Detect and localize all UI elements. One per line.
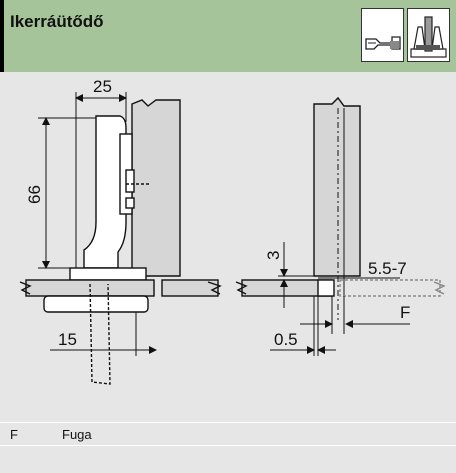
gap-f-label: F bbox=[400, 303, 410, 322]
right-door-panel bbox=[235, 279, 446, 297]
dimension-15-label: 15 bbox=[58, 330, 77, 349]
dimension-3-label: 3 bbox=[264, 251, 283, 260]
gap-f-indicator bbox=[300, 296, 410, 334]
right-cabinet-side bbox=[313, 96, 361, 320]
twin-stop-cross-section-icon bbox=[407, 8, 450, 62]
legend-value: Fuga bbox=[62, 427, 92, 442]
dimension-66 bbox=[38, 117, 96, 269]
dimension-25 bbox=[75, 92, 127, 268]
left-mounting-plate bbox=[19, 267, 222, 385]
legend-key: F bbox=[10, 427, 18, 442]
legend-section: F Fuga bbox=[0, 404, 456, 473]
hinge-mounting-plate-icon bbox=[361, 8, 404, 62]
technical-drawing: 25 66 15 bbox=[0, 72, 456, 404]
left-cabinet-side bbox=[131, 99, 181, 277]
dimension-5-5-7-label: 5.5-7 bbox=[368, 259, 407, 278]
legend-row: F Fuga bbox=[0, 422, 456, 446]
header-edge-rule bbox=[0, 0, 4, 72]
dimension-25-label: 25 bbox=[93, 77, 112, 96]
dimension-15 bbox=[50, 312, 157, 356]
left-hinge-arm bbox=[83, 115, 150, 269]
page-title: Ikerráütődő bbox=[10, 12, 104, 31]
header-bar: Ikerráütődő bbox=[0, 0, 456, 72]
dimension-3 bbox=[278, 242, 314, 308]
dimension-66-label: 66 bbox=[25, 185, 44, 204]
dimension-0-5-label: 0.5 bbox=[274, 330, 298, 349]
dimension-0-5 bbox=[270, 296, 336, 356]
